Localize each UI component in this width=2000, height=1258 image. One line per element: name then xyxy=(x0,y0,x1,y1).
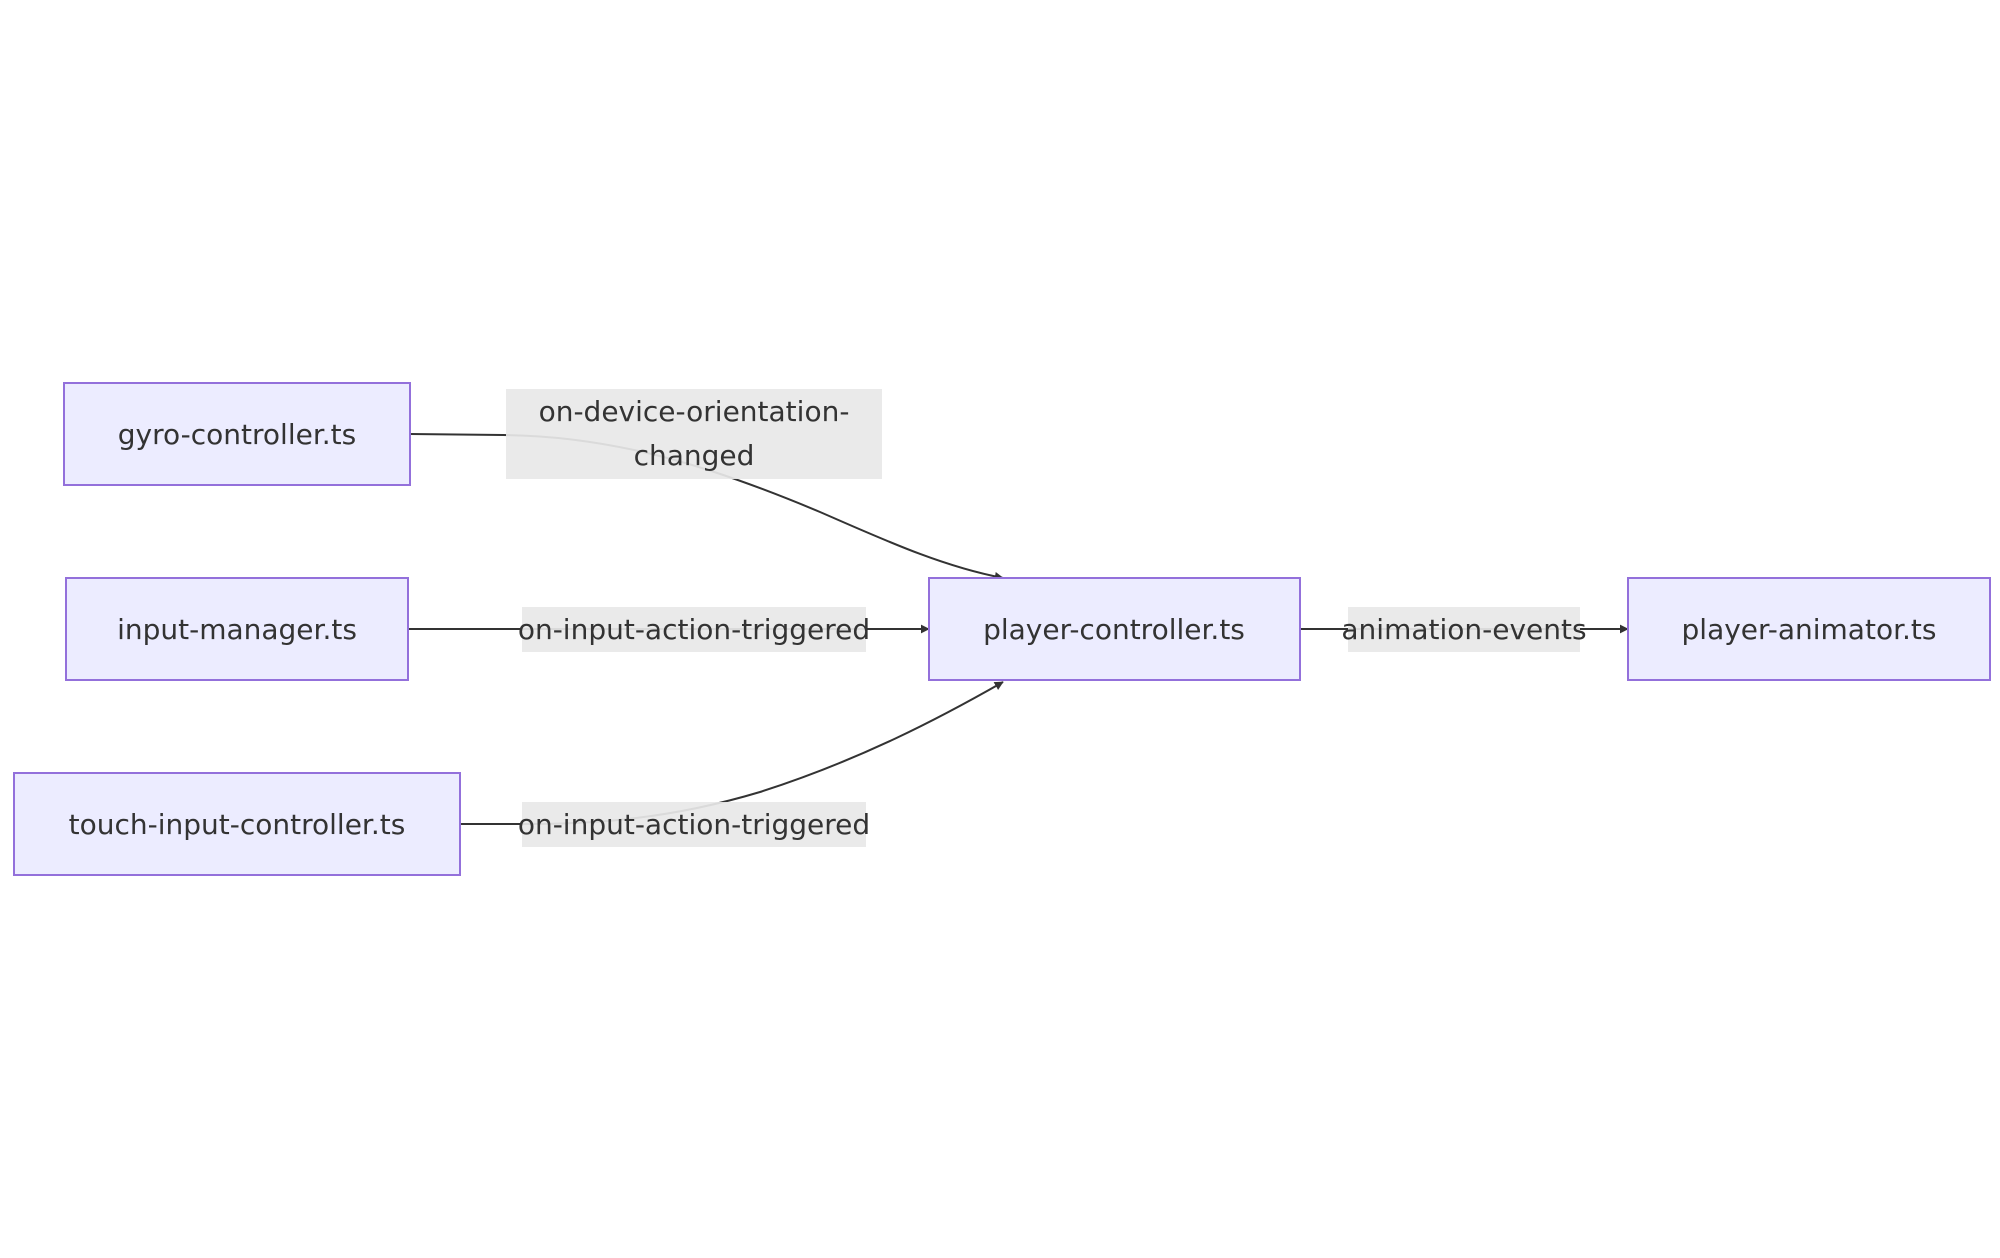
node-player-controller[interactable]: player-controller.ts xyxy=(928,577,1301,681)
node-box[interactable] xyxy=(13,772,461,876)
node-box[interactable] xyxy=(63,382,411,486)
edge-labels: on-device-orientation- changed on-input-… xyxy=(506,389,1587,847)
node-touch-input-controller[interactable]: touch-input-controller.ts xyxy=(13,772,461,876)
node-label: input-manager.ts xyxy=(117,613,357,646)
edge-label-background xyxy=(1348,607,1580,652)
node-label: player-controller.ts xyxy=(983,613,1245,646)
node-box[interactable] xyxy=(1627,577,1991,681)
edge-label-gyro-to-player: on-device-orientation- changed xyxy=(506,389,882,479)
node-box[interactable] xyxy=(928,577,1301,681)
edge-label-background xyxy=(522,802,866,847)
edge-label-line: changed xyxy=(634,439,755,472)
edge-label-background xyxy=(506,389,882,479)
node-box[interactable] xyxy=(65,577,409,681)
node-gyro-controller[interactable]: gyro-controller.ts xyxy=(63,382,411,486)
edge-label-line: on-device-orientation- xyxy=(539,395,850,428)
edge-label-background xyxy=(522,607,866,652)
node-label: gyro-controller.ts xyxy=(118,418,356,451)
node-player-animator[interactable]: player-animator.ts xyxy=(1627,577,1991,681)
node-label: player-animator.ts xyxy=(1682,613,1937,646)
edge-label-line: on-input-action-triggered xyxy=(518,613,870,646)
edge-label-line: animation-events xyxy=(1341,613,1586,646)
edge-label-touch-to-player: on-input-action-triggered xyxy=(518,802,870,847)
edge-label-input-to-player: on-input-action-triggered xyxy=(518,607,870,652)
nodes: gyro-controller.ts input-manager.ts touc… xyxy=(13,382,1991,876)
edge-label-player-to-animator: animation-events xyxy=(1341,607,1587,652)
node-input-manager[interactable]: input-manager.ts xyxy=(65,577,409,681)
edge-label-line: on-input-action-triggered xyxy=(518,808,870,841)
node-label: touch-input-controller.ts xyxy=(69,808,406,841)
